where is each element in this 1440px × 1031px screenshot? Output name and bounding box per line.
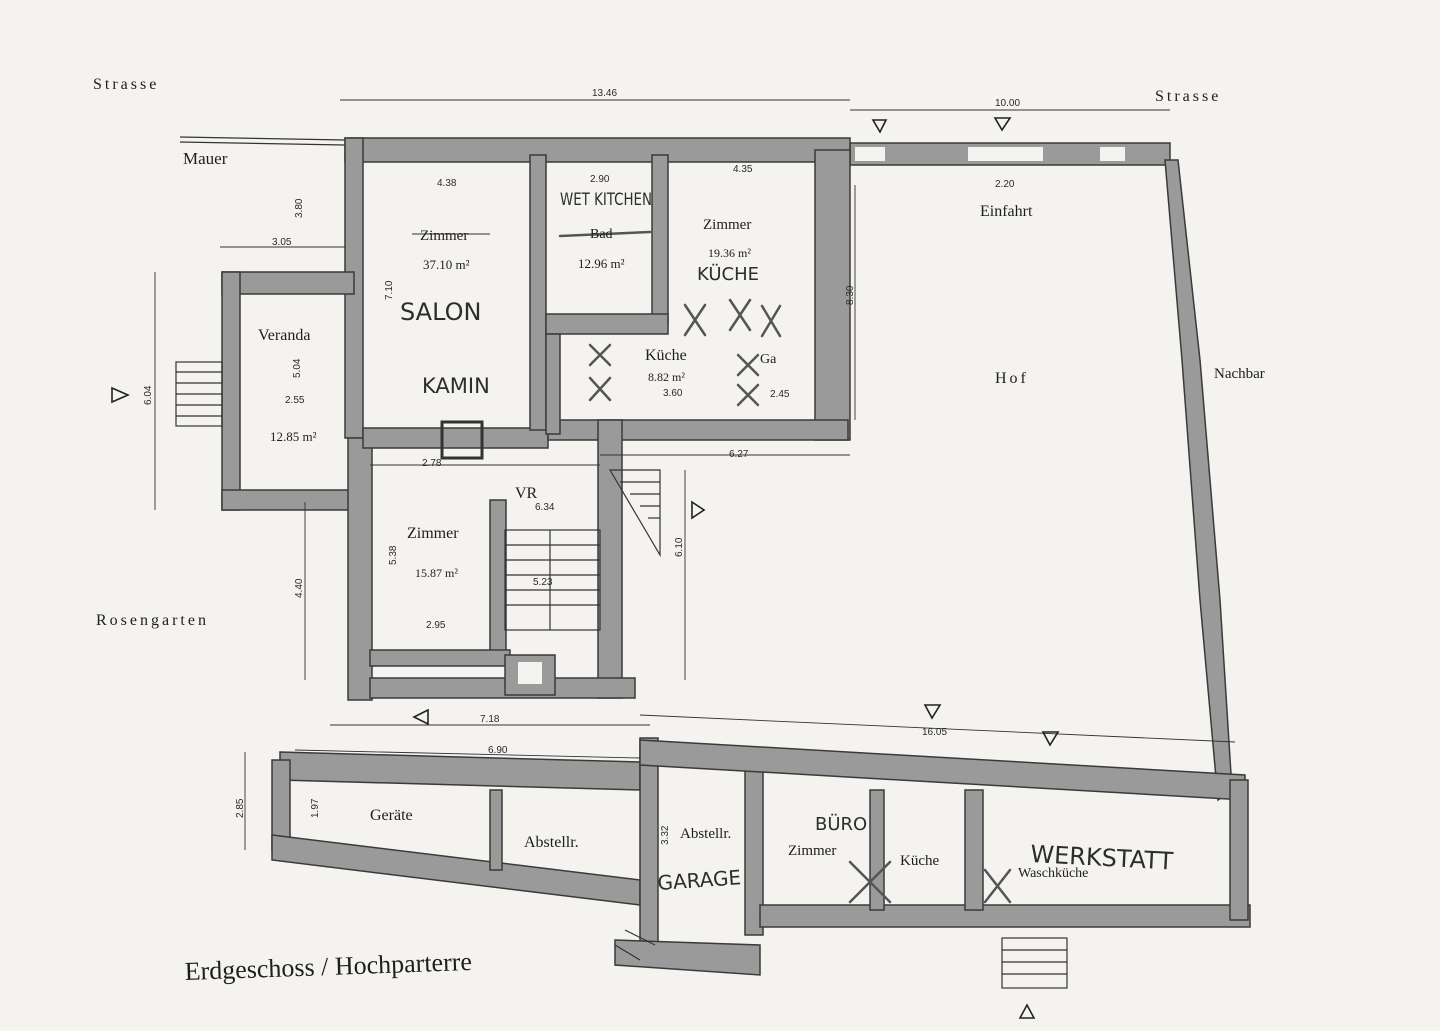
boundary-wall-north <box>179 136 1171 166</box>
dim-salon-h: 7.10 <box>384 280 395 300</box>
dim-shed-depth: 1.97 <box>310 798 321 818</box>
dim-hall-length: 6.34 <box>535 502 555 513</box>
house-walls <box>221 137 851 701</box>
street-label-right: Strasse <box>1155 88 1221 105</box>
handwritten-crosses <box>412 230 1012 904</box>
dim-veranda-h: 5.04 <box>292 358 303 378</box>
dim-lower-left-h: 4.40 <box>294 578 305 598</box>
dim-room-w-w: 2.95 <box>426 620 446 631</box>
dim-stair-h: 5.23 <box>533 577 553 588</box>
office-room-label: Zimmer <box>788 843 836 859</box>
room-ne-area: 19.36 m² <box>708 246 751 260</box>
salon-area: 37.10 m² <box>423 257 470 272</box>
dim-south-w: 6.90 <box>488 745 508 756</box>
dim-room-w-h: 5.38 <box>388 545 399 565</box>
dim-gap-2: 2.45 <box>770 389 790 400</box>
veranda-label: Veranda <box>258 327 310 344</box>
garage-annotation: GARAGE <box>657 865 742 895</box>
kitchen-area: 8.82 m² <box>648 370 685 384</box>
dim-hall-w: 2.78 <box>422 458 442 469</box>
dim-garage-h: 3.32 <box>660 825 671 845</box>
rose-garden-label: Rosengarten <box>96 612 209 629</box>
entry-arrow-west <box>111 386 130 404</box>
kitchen-label: Küche <box>645 347 687 364</box>
kueche-annotation: KÜCHE <box>697 263 759 285</box>
wall-label: Mauer <box>183 149 228 168</box>
dim-veranda-bottom: 2.55 <box>285 395 305 406</box>
kitchen-2-label: Küche <box>900 853 939 869</box>
dim-room-ne-w: 4.35 <box>733 164 753 175</box>
dimension-lines <box>154 99 1236 850</box>
driveway-label: Einfahrt <box>980 203 1033 220</box>
storage-1-label: Abstellr. <box>524 834 579 851</box>
dim-top-total: 13.46 <box>592 88 617 99</box>
bath-printed-label: Bad <box>590 227 613 242</box>
tools-label: Geräte <box>370 807 413 824</box>
dim-yard-w: 6.27 <box>729 449 749 460</box>
dim-top-right: 10.00 <box>995 98 1020 109</box>
laundry-label: Waschküche <box>1018 866 1088 881</box>
dim-left-h: 3.80 <box>294 198 305 218</box>
stairs-and-details <box>175 361 1068 989</box>
dim-salon-w: 4.38 <box>437 178 457 189</box>
entry-arrow-north-2 <box>993 117 1012 132</box>
south-building-walls <box>271 737 1251 976</box>
entry-markers <box>111 117 1060 1019</box>
dim-veranda-w: 3.05 <box>272 237 292 248</box>
entry-arrow-stair <box>691 500 706 520</box>
salon-printed-label: Zimmer <box>420 228 468 244</box>
veranda-area: 12.85 m² <box>270 429 317 444</box>
dim-courtyard-w: 16.05 <box>922 727 947 738</box>
wet-kitchen-annotation: WET KITCHEN <box>560 190 652 210</box>
dim-house-bottom: 7.18 <box>480 714 500 725</box>
dim-gap-1: 2.20 <box>995 179 1015 190</box>
room-w-label: Zimmer <box>407 525 459 542</box>
dim-kitchen-w: 3.60 <box>663 388 683 399</box>
buero-annotation: BÜRO <box>815 813 867 835</box>
kamin-annotation: KAMIN <box>422 374 490 398</box>
room-ne-printed-label: Zimmer <box>703 217 751 233</box>
street-label-left: Strasse <box>93 76 159 93</box>
dim-west-total: 6.04 <box>143 385 154 405</box>
salon-annotation: SALON <box>400 298 481 326</box>
hall-label: VR <box>515 485 538 502</box>
dim-center-h: 6.10 <box>674 537 685 557</box>
entry-arrow-yard-1 <box>923 704 942 720</box>
neighbour-label: Nachbar <box>1214 366 1265 382</box>
yard-label: Hof <box>995 370 1029 387</box>
bath-area: 12.96 m² <box>578 256 625 271</box>
entry-arrow-house <box>412 708 429 726</box>
entry-arrow-south <box>1018 1003 1036 1019</box>
storage-2-label: Abstellr. <box>680 826 731 842</box>
dim-bath-w: 2.90 <box>590 174 610 185</box>
dim-south-h: 2.85 <box>235 798 246 818</box>
entry-arrow-yard-2 <box>1041 731 1060 747</box>
entry-arrow-north-1 <box>871 119 888 134</box>
room-w-area: 15.87 m² <box>415 566 458 580</box>
dim-right-h: 8.30 <box>845 285 856 305</box>
gas-label: Ga <box>760 352 777 367</box>
